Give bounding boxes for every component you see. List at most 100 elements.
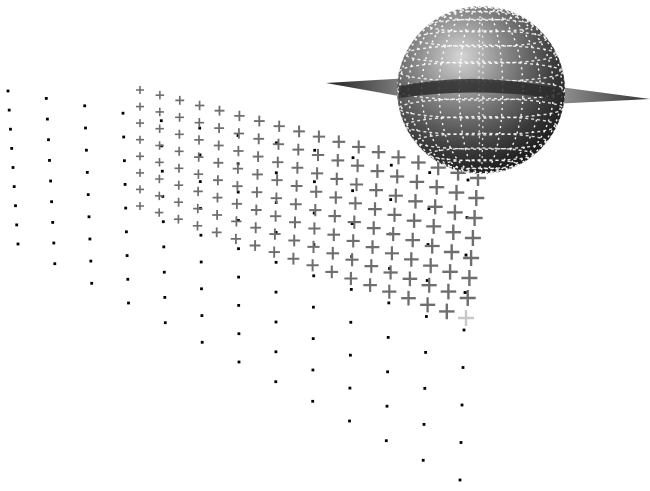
grid-dot xyxy=(124,183,127,186)
grid-dot xyxy=(161,170,164,173)
grid-dot xyxy=(423,423,426,426)
grid-plus xyxy=(347,234,360,247)
grid-plus xyxy=(352,140,365,153)
grid-dot xyxy=(200,234,203,237)
grid-dot xyxy=(83,104,86,107)
grid-dot xyxy=(386,405,389,408)
grid-plus xyxy=(136,169,144,177)
grid-plus xyxy=(288,253,300,265)
grid-dot xyxy=(422,459,425,462)
grid-dot xyxy=(163,271,166,274)
grid-dot xyxy=(237,247,240,250)
grid-dot xyxy=(349,387,352,390)
grid-plus xyxy=(367,221,381,235)
grid-dot xyxy=(390,164,393,167)
grid-dot xyxy=(352,156,355,159)
grid-dot xyxy=(46,118,49,121)
grid-plus xyxy=(349,197,362,210)
grid-dot xyxy=(311,400,314,403)
grid-plus xyxy=(231,216,241,226)
grid-plus xyxy=(326,247,339,260)
grid-plus xyxy=(234,128,244,138)
grid-plus xyxy=(193,187,202,196)
grid-plus xyxy=(465,230,481,246)
grid-dot xyxy=(200,287,203,290)
grid-plus xyxy=(155,208,164,216)
grid-plus xyxy=(388,208,402,222)
grid-plus xyxy=(325,266,338,279)
grid-plus xyxy=(382,285,396,299)
grid-plus xyxy=(213,158,223,168)
grid-dot xyxy=(126,278,129,281)
grid-plus xyxy=(136,202,144,210)
grid-dot xyxy=(124,207,127,210)
grid-plus xyxy=(155,175,164,184)
grid-dot xyxy=(237,304,240,307)
grid-dot xyxy=(275,321,278,324)
grid-plus xyxy=(328,210,341,223)
grid-dot xyxy=(162,246,165,249)
grid-plus xyxy=(344,272,357,285)
grid-plus xyxy=(327,228,340,241)
grid-dot xyxy=(275,261,278,264)
grid-plus xyxy=(460,290,476,306)
grid-plus xyxy=(307,259,319,271)
grid-plus xyxy=(194,152,203,161)
grid-plus xyxy=(136,86,144,94)
grid-plus xyxy=(232,181,242,191)
grid-dot xyxy=(386,370,389,373)
grid-plus xyxy=(288,235,300,247)
grid-plus xyxy=(175,96,184,105)
grid-plus xyxy=(292,162,304,174)
grid-plus xyxy=(350,178,363,191)
grid-plus xyxy=(195,118,205,127)
grid-dot xyxy=(423,387,426,390)
grid-dot xyxy=(7,90,10,93)
grid-plus xyxy=(313,131,325,143)
grid-plus xyxy=(401,291,416,306)
grid-plus xyxy=(155,141,164,149)
grid-plus xyxy=(391,150,405,164)
grid-dot xyxy=(51,221,54,224)
grid-dot xyxy=(10,147,13,150)
grid-dot xyxy=(350,288,353,291)
grid-plus xyxy=(333,135,346,148)
grid-dot xyxy=(428,171,431,174)
grid-plus xyxy=(175,113,184,122)
grid-dot xyxy=(88,215,91,218)
grid-dot xyxy=(201,314,204,317)
grid-plus xyxy=(193,204,202,213)
grid-dot xyxy=(85,149,88,152)
grid-plus xyxy=(136,103,144,111)
grid-dot xyxy=(90,282,93,285)
grid-dot xyxy=(127,302,130,305)
grid-plus xyxy=(269,247,280,258)
grid-dot xyxy=(349,354,352,357)
grid-plus xyxy=(212,227,222,237)
grid-plus xyxy=(193,221,202,230)
grid-dot xyxy=(8,109,11,112)
grid-plus xyxy=(289,217,301,229)
grid-plus xyxy=(446,225,462,241)
grid-plus xyxy=(213,175,223,185)
grid-plus xyxy=(307,241,319,253)
grid-plus xyxy=(271,193,282,204)
grid-plus xyxy=(174,181,183,190)
grid-plus xyxy=(385,246,399,260)
grid-plus xyxy=(252,187,263,198)
grid-plus xyxy=(458,310,474,326)
grid-dot xyxy=(49,180,52,183)
grid-plus xyxy=(369,183,383,197)
grid-plus xyxy=(272,157,283,168)
grid-plus xyxy=(423,258,438,273)
grid-plus xyxy=(156,91,165,100)
grid-dot xyxy=(459,479,462,482)
grid-plus xyxy=(274,121,285,132)
grid-dot xyxy=(465,254,468,257)
grid-plus xyxy=(368,202,382,216)
grid-plus xyxy=(269,229,280,240)
grid-dot xyxy=(351,189,354,192)
grid-plus xyxy=(155,125,164,134)
grid-dot xyxy=(45,97,48,100)
